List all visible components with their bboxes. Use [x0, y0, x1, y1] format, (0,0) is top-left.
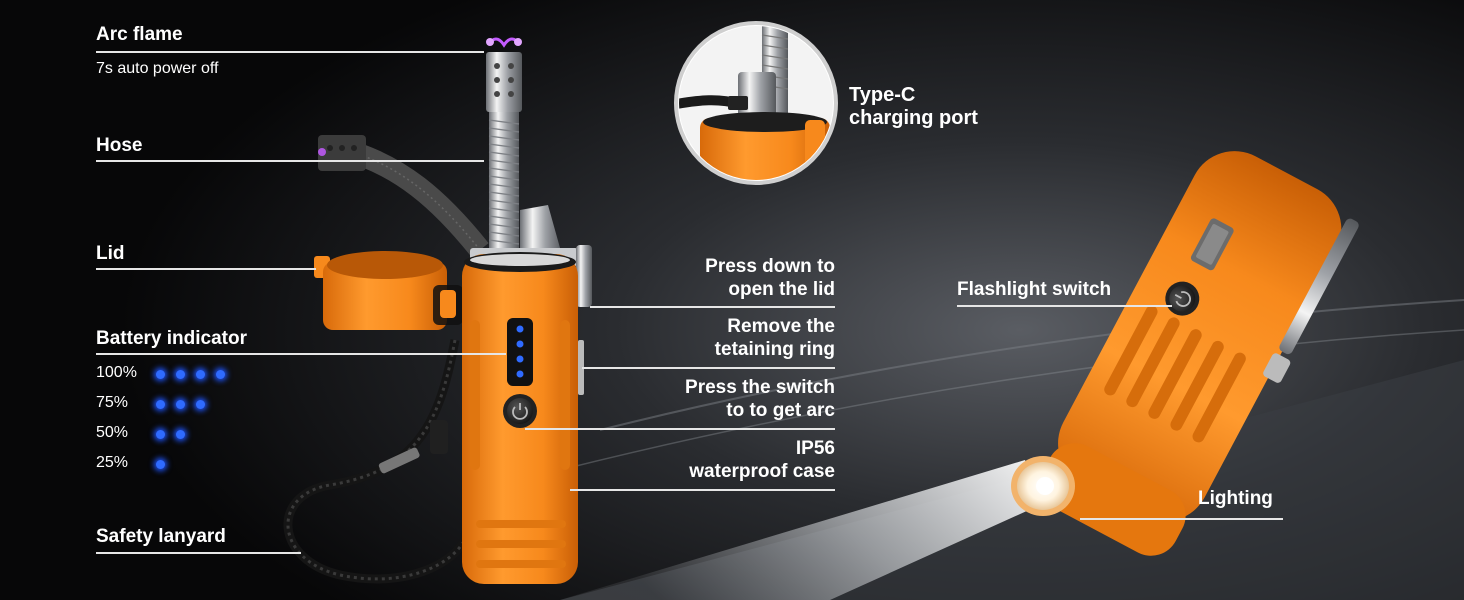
battery-dot: [156, 400, 165, 410]
ip56-leader-line: [570, 489, 835, 491]
flashlight-switch-label: Flashlight switch: [957, 279, 1112, 300]
remove-ring-label: Remove the tetaining ring: [620, 315, 835, 361]
battery-dot: [196, 370, 205, 380]
press-switch-line1: Press the switch: [685, 377, 835, 398]
battery-indicator-label: Battery indicator: [96, 328, 247, 349]
type-c-line1: Type-C: [849, 84, 916, 106]
battery-level-label-75: 75%: [96, 394, 129, 411]
battery-dot: [176, 400, 185, 410]
lid-label: Lid: [96, 243, 125, 264]
battery-dot: [216, 370, 225, 380]
battery-dot: [156, 460, 165, 470]
auto-off-text: 7s auto power off: [96, 60, 219, 77]
arc-flame-leader-line: [96, 51, 484, 53]
battery-dot: [176, 430, 185, 440]
press-lid-line2: open the lid: [728, 279, 835, 300]
arc-flame-label: Arc flame: [96, 24, 183, 45]
battery-level-dots-50: [156, 426, 196, 440]
press-switch-label: Press the switch to to get arc: [620, 376, 835, 422]
lid-leader-line: [96, 268, 316, 270]
battery-dot: [156, 370, 165, 380]
safety-lanyard-leader-line: [96, 552, 301, 554]
battery-level-label-50: 50%: [96, 424, 129, 441]
press-lid-leader-line: [590, 306, 835, 308]
press-switch-leader-line: [525, 428, 835, 430]
battery-level-dots-100: [156, 366, 236, 380]
battery-indicator-leader-line: [96, 353, 506, 355]
remove-ring-line2: tetaining ring: [714, 339, 835, 360]
battery-dot: [196, 400, 205, 410]
press-lid-label: Press down to open the lid: [620, 255, 835, 301]
battery-level-dots-25: [156, 456, 176, 470]
lighting-label: Lighting: [1198, 488, 1273, 509]
lighting-leader-line: [1080, 518, 1283, 520]
press-switch-line2: to to get arc: [726, 400, 835, 421]
battery-level-label-100: 100%: [96, 364, 137, 381]
battery-level-label-25: 25%: [96, 454, 129, 471]
remove-ring-leader-line: [582, 367, 835, 369]
ip56-label: IP56 waterproof case: [620, 437, 835, 483]
press-lid-line1: Press down to: [705, 256, 835, 277]
type-c-line2: charging port: [849, 107, 978, 129]
ip56-line2: waterproof case: [689, 461, 835, 482]
hose-leader-line: [96, 160, 484, 162]
ip56-line1: IP56: [795, 438, 835, 459]
safety-lanyard-label: Safety lanyard: [96, 526, 226, 547]
type-c-label: Type-C charging port: [849, 84, 978, 130]
battery-dot: [176, 370, 185, 380]
flashlight-switch-leader-line: [957, 305, 1172, 307]
light-beam: [560, 460, 1040, 600]
battery-level-dots-75: [156, 396, 216, 410]
hose-label: Hose: [96, 135, 143, 156]
remove-ring-line1: Remove the: [727, 316, 835, 337]
battery-dot: [156, 430, 165, 440]
